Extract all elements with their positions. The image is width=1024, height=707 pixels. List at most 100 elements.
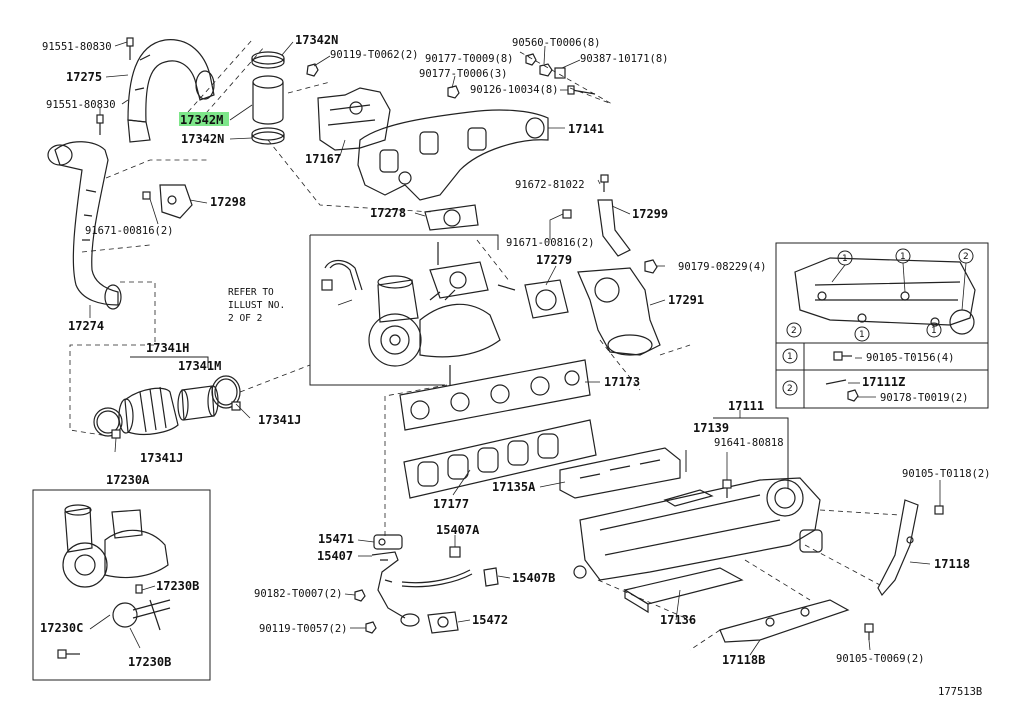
intake-pipe-17274[interactable] [47,141,122,310]
label-17111[interactable]: 17111 [728,399,764,413]
label-15407B[interactable]: 15407B [512,571,555,585]
gasket-15472[interactable] [427,611,459,634]
nut-90179-08229[interactable] [644,259,658,274]
label-91671-00816-b[interactable]: 91671-00816(2) [506,237,595,249]
label-17299[interactable]: 17299 [632,207,668,221]
label-17274[interactable]: 17274 [68,319,104,333]
clamp-17341J-b[interactable] [211,375,241,411]
bolt-90105-T0118[interactable] [934,505,944,515]
clamp-17342N-top[interactable] [251,51,285,69]
stud-turbo[interactable] [437,242,516,385]
exhaust-manifold-17141[interactable] [357,109,549,201]
label-91671-00816-a[interactable]: 91671-00816(2) [85,225,174,237]
label-15472[interactable]: 15472 [472,613,508,627]
turbo-assy-17230A[interactable] [62,504,169,588]
oil-pipe[interactable] [321,259,363,291]
hose-17341H[interactable] [118,386,179,436]
label-17341J-a[interactable]: 17341J [258,413,301,427]
nut-90560-T0006[interactable] [539,63,553,77]
bolt-91672-81022[interactable] [600,174,609,192]
legend-part-90105-T0156[interactable]: 90105-T0156(4) [866,352,955,364]
label-17278[interactable]: 17278 [370,206,406,220]
label-17118[interactable]: 17118 [934,557,970,571]
bracket-17298[interactable] [159,184,193,219]
nut-90177-T0009[interactable] [525,53,537,66]
intake-manifold-17111[interactable] [573,477,823,581]
label-90177-T0009[interactable]: 90177-T0009(8) [425,53,514,65]
bracket-17118[interactable] [877,499,919,597]
pipe-15407A[interactable] [401,546,473,588]
gasket-17173[interactable] [399,359,591,431]
label-15407A[interactable]: 15407A [436,523,480,537]
label-17275[interactable]: 17275 [66,70,102,84]
bracket-17118B[interactable] [719,599,850,643]
nut-90119-T0057[interactable] [365,621,377,634]
label-17167[interactable]: 17167 [305,152,341,166]
label-17118B[interactable]: 17118B [722,653,765,667]
bolt-91671-00816-a[interactable] [142,191,151,200]
label-91672-81022[interactable]: 91672-81022 [515,179,585,191]
label-17342N-bottom[interactable]: 17342N [181,132,224,146]
heat-insulator-17167[interactable] [317,87,391,151]
label-17177[interactable]: 17177 [433,497,469,511]
label-90105-T0118[interactable]: 90105-T0118(2) [902,468,991,480]
turbocharger[interactable] [368,261,501,367]
inset-manifold-drawing[interactable] [794,257,976,335]
label-90119-T0062[interactable]: 90119-T0062(2) [330,49,419,61]
label-15407[interactable]: 15407 [317,549,353,563]
legend-part-17111Z[interactable]: 17111Z [862,375,905,389]
label-17298[interactable]: 17298 [210,195,246,209]
label-17135A[interactable]: 17135A [492,480,536,494]
label-90182-T0007[interactable]: 90182-T0007(2) [254,588,343,600]
nut-90119-T0062[interactable] [306,63,319,77]
clamp-17341J-a[interactable] [93,407,123,439]
gasket-17279[interactable] [524,279,569,319]
label-17230B-b[interactable]: 17230B [128,655,171,669]
bolt-91671-00816-b[interactable] [562,209,572,219]
label-90126-10034[interactable]: 90126-10034(8) [470,84,559,96]
label-17291[interactable]: 17291 [668,293,704,307]
label-17342M[interactable]: 17342M [180,113,223,127]
cap-15407B[interactable] [483,567,499,587]
label-91551-80830-b[interactable]: 91551-80830 [46,99,116,111]
bolt-91641-80818[interactable] [722,479,732,498]
bolt-90105-T0069[interactable] [864,623,874,640]
exhaust-elbow-17291[interactable] [577,267,661,356]
actuator-17230B[interactable] [112,584,171,631]
label-17141[interactable]: 17141 [568,122,604,136]
label-17173[interactable]: 17173 [604,375,640,389]
label-90177-T0006[interactable]: 90177-T0006(3) [419,68,508,80]
label-17139[interactable]: 17139 [693,421,729,435]
nut-90182-T0007[interactable] [354,589,366,602]
label-90387-10171[interactable]: 90387-10171(8) [580,53,669,65]
nut-90387-10171[interactable] [554,67,566,79]
label-90560-T0006[interactable]: 90560-T0006(8) [512,37,601,49]
label-17230A[interactable]: 17230A [106,473,150,487]
pipe-15407[interactable] [371,551,420,627]
label-91641-80818[interactable]: 91641-80818 [714,437,784,449]
label-15471[interactable]: 15471 [318,532,354,546]
gasket-17278[interactable] [424,204,479,231]
label-90119-T0057[interactable]: 90119-T0057(2) [259,623,348,635]
clamp-17342N-bottom[interactable] [251,127,285,145]
label-90179-08229[interactable]: 90179-08229(4) [678,261,767,273]
label-17341H[interactable]: 17341H [146,341,189,355]
label-91551-80830-a[interactable]: 91551-80830 [42,41,112,53]
hose-17342M[interactable] [252,75,284,125]
label-17230B-a[interactable]: 17230B [156,579,199,593]
label-17136[interactable]: 17136 [660,613,696,627]
legend-part-90178-T0019[interactable]: 90178-T0019(2) [880,392,969,404]
plate-15471[interactable] [373,534,403,550]
bracket-17299[interactable] [597,199,631,257]
gasket-17177[interactable] [403,419,597,499]
label-17230C[interactable]: 17230C [40,621,83,635]
bolt-17230C[interactable] [57,649,80,659]
cover-17136[interactable] [623,567,744,614]
cover-17135A[interactable] [559,447,681,499]
part-17139[interactable] [663,489,714,507]
label-17341M[interactable]: 17341M [178,359,221,373]
label-17279[interactable]: 17279 [536,253,572,267]
label-17342N-top[interactable]: 17342N [295,33,338,47]
bolt-91551-80830-b[interactable] [96,114,104,135]
label-17341J-b[interactable]: 17341J [140,451,183,465]
